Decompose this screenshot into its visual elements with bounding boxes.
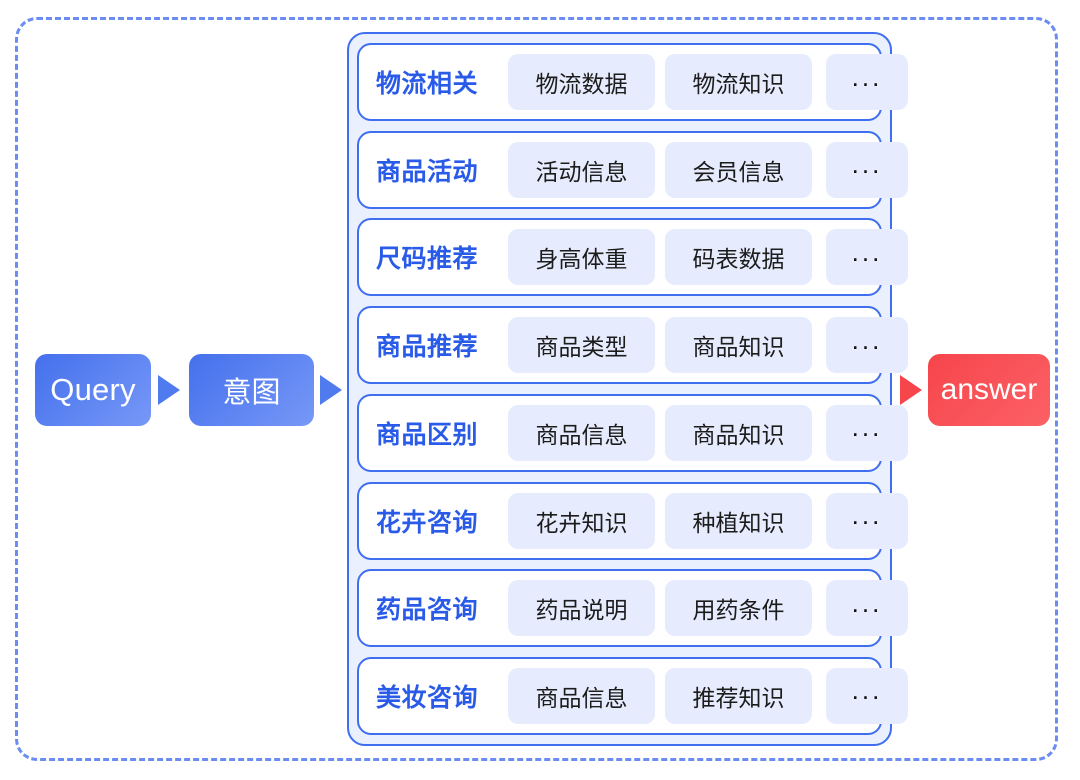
knowledge-chip: 商品知识 (665, 317, 812, 374)
intent-row-label: 美妆咨询 (376, 683, 479, 712)
answer-node: answer (928, 354, 1050, 426)
ellipsis-chip: ... (826, 492, 908, 549)
knowledge-chip: 码表数据 (665, 229, 812, 286)
intent-row-label: 尺码推荐 (376, 245, 479, 274)
intent-row-label: 商品推荐 (376, 333, 479, 362)
ellipsis-chip: ... (826, 54, 908, 110)
arrow-right-icon-intent-to-panel (320, 375, 342, 405)
arrow-right-icon-query-to-intent (158, 375, 180, 405)
knowledge-chip: 身高体重 (508, 229, 655, 286)
knowledge-chip: 物流知识 (665, 54, 812, 110)
knowledge-chip: 推荐知识 (665, 667, 812, 724)
intent-row: 商品区别商品信息商品知识... (357, 393, 908, 472)
ellipsis-chip: ... (826, 141, 908, 198)
knowledge-chip: 商品知识 (665, 404, 812, 461)
knowledge-chip: 物流数据 (508, 54, 655, 110)
ellipsis-chip: ... (826, 580, 908, 637)
arrow-right-icon-panel-to-answer (900, 375, 922, 405)
intent-row: 花卉咨询花卉知识种植知识... (357, 481, 908, 560)
query-node: Query (35, 354, 151, 426)
intent-row-label: 药品咨询 (376, 596, 479, 625)
intent-categories-panel: 物流相关物流数据物流知识...商品活动活动信息会员信息...尺码推荐身高体重码表… (347, 32, 908, 746)
intent-row: 商品推荐商品类型商品知识... (357, 306, 908, 385)
knowledge-chip: 用药条件 (665, 580, 812, 637)
knowledge-chip: 商品类型 (508, 317, 655, 374)
intent-row: 药品咨询药品说明用药条件... (357, 569, 908, 648)
intent-row-label: 物流相关 (376, 70, 479, 98)
outer-dashed-boundary (15, 17, 1058, 761)
ellipsis-chip: ... (826, 404, 908, 461)
intent-row-label: 商品区别 (376, 420, 479, 449)
intent-row-label: 商品活动 (376, 157, 479, 186)
intent-row: 尺码推荐身高体重码表数据... (357, 218, 908, 297)
intent-row: 美妆咨询商品信息推荐知识... (357, 656, 908, 735)
intent-node: 意图 (189, 354, 314, 426)
ellipsis-chip: ... (826, 667, 908, 724)
intent-row-label: 花卉咨询 (376, 508, 479, 537)
knowledge-chip: 商品信息 (508, 404, 655, 461)
knowledge-chip: 活动信息 (508, 141, 655, 198)
intent-row: 物流相关 物流数据物流知识... (357, 43, 908, 121)
intent-row: 商品活动活动信息会员信息... (357, 130, 908, 209)
ellipsis-chip: ... (826, 229, 908, 286)
knowledge-chip: 会员信息 (665, 141, 812, 198)
knowledge-chip: 药品说明 (508, 580, 655, 637)
ellipsis-chip: ... (826, 317, 908, 374)
knowledge-chip: 花卉知识 (508, 492, 655, 549)
knowledge-chip: 商品信息 (508, 667, 655, 724)
knowledge-chip: 种植知识 (665, 492, 812, 549)
